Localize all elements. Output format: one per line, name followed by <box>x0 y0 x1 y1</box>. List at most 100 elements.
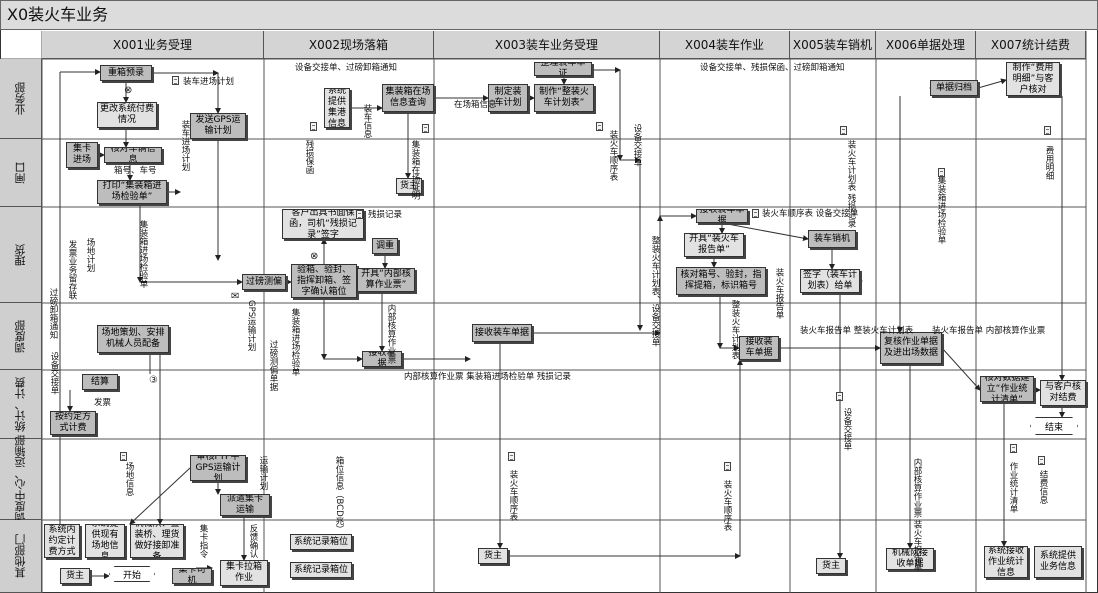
document-icon <box>596 122 603 131</box>
merge-circle-icon: ⊗ <box>124 85 133 96</box>
document-icon <box>1010 444 1017 453</box>
label-zai-changxiang: 在场箱信息 <box>454 100 497 110</box>
label-neibu-hesuan: 内部核算作业票 <box>386 304 396 364</box>
flow-connector <box>721 222 809 242</box>
label-zhuangche-shunxubiao-x004: 装火车顺序表 <box>722 480 732 531</box>
label-xiangwei-xinxi: 箱位信息（BCD兆） <box>334 456 344 534</box>
row-header-zhakou: 闸口 <box>0 139 42 207</box>
node-kehu-chuju: 客户出具书面保函，司机“残损记录”签字 <box>282 209 364 239</box>
node-huozhu-x003: 货主 <box>478 548 508 564</box>
node-xitong-jilu-1: 系统记录箱位 <box>290 534 352 550</box>
row-header-diaoduzhongxin: 调度中心、运输部 <box>0 435 42 523</box>
node-huozhu-x005: 货主 <box>816 558 846 574</box>
document-icon <box>422 124 429 133</box>
document-icon <box>724 462 731 471</box>
row-header-tongji: 统计、计费 <box>0 370 42 439</box>
label-zhenghuoche-jihua: 整装火车计划表、设备交接单 <box>650 236 660 347</box>
node-fuhe-zuoyepiao: 复核作业单据及进出场数据 <box>880 332 942 364</box>
node-paiqian-jika: 派遣集卡运输 <box>220 494 270 516</box>
label-neibu-baogao: 内部核算作业票 装火车报告单 <box>912 458 922 572</box>
node-huozhu-bottom: 货主 <box>60 568 90 584</box>
label-zhuangche-shunxu-2: 装火车顺序表 设备交接单 <box>762 209 859 219</box>
label-shebei-jiaojie-x005: 设备交接单 <box>842 408 852 451</box>
label-jika-zhiling: 集卡指令 <box>198 524 208 558</box>
node-jieshou-xiachandan: 接收单据 <box>362 351 402 367</box>
node-anyue-jiesuan: 按约定方式计费 <box>50 411 96 435</box>
node-shenhe-gps: 审核FTP中GPS运输计划 <box>190 455 246 481</box>
label-jizhuang-jinchang-jianyan: 集装箱进场检验单 <box>936 176 946 244</box>
document-icon <box>1038 456 1045 465</box>
node-xitong-jilu-2: 系统记录箱位 <box>290 562 352 578</box>
node-guobang-cechong: 过磅测偏 <box>242 274 286 290</box>
row-header-lihuo: 理货 <box>0 207 42 303</box>
node-gengshan-jiesuan: 更改系统付费情况 <box>97 102 157 128</box>
label-yunshu-jihua: 运输计划 <box>258 456 268 490</box>
node-danju-guidang: 单据归档 <box>930 80 978 96</box>
label-fankui-queren: 反馈确认 <box>248 524 258 558</box>
node-xitong-tigong: 系统提供集港信息 <box>324 88 350 128</box>
node-zhengli-zhuangche: 整理装车单证 <box>534 62 592 76</box>
label-zhuangche-jinchang-jihua: 装车进场计划 <box>183 77 235 87</box>
node-xitong-tigong-yewu: 系统提供业务信息 <box>1034 546 1082 578</box>
node-jika-jinchang: 集卡进场 <box>66 142 98 168</box>
node-zhizuo-shunxubiao: 制作“整装火车计划表” <box>534 84 594 112</box>
row-header-diaodu: 调度部 <box>0 303 42 370</box>
node-zhizuo-feiyong: 制作“费用明细”与客户核对 <box>1006 62 1060 96</box>
label-guobang-xiexiang-tongzhi: 过磅卸箱通知 <box>48 288 58 339</box>
label-zhuangche-canshun: 装火车计划表 残损记录 <box>846 140 856 228</box>
node-huozhu-zhakou: 货主 <box>396 178 422 194</box>
flow-connector <box>129 467 191 525</box>
row-header-qita: 其他部门 <box>0 520 42 593</box>
document-icon <box>508 452 515 461</box>
document-icon <box>172 76 179 85</box>
label-canshun-baohan: 残损保函 <box>304 140 314 174</box>
node-changdi-cehua: 场地策划、安排机械人员配备 <box>97 325 169 353</box>
document-icon <box>752 209 759 218</box>
end-terminal: 结束 <box>1030 417 1078 435</box>
envelope-icon: ✉ <box>231 291 240 302</box>
node-tiaozheng: 调重 <box>372 238 398 254</box>
document-icon <box>356 210 363 219</box>
label-zhuangche-xinxi: 装车信息 <box>362 104 372 138</box>
label-fapiao: 发票 <box>94 398 112 408</box>
label-guobang-cechong-danju: 过磅测偏单据 <box>268 340 278 391</box>
flow-connector <box>941 347 981 391</box>
document-icon <box>938 168 945 177</box>
column-header-x006: X006单据处理 <box>876 31 976 59</box>
label-zhuangche-jihuabiao-2: 整装火车计划表 <box>730 300 740 360</box>
label-changdi-jihua: 场地计划 <box>85 238 95 272</box>
circled-three-icon: ③ <box>149 375 158 386</box>
label-feiyong-mingxi: 费用明细 <box>1044 146 1054 180</box>
document-icon <box>310 122 317 131</box>
column-header-x007: X007统计结费 <box>976 31 1086 59</box>
label-zhuangche-shunxubiao-bottom: 装火车顺序表 <box>508 470 518 521</box>
label-jizhuangxiang-jinchang: 集装箱进场检验单 <box>138 220 148 288</box>
node-yu-kehu-hedui: 与客户核对结费 <box>1040 380 1086 406</box>
label-jiefei-xinxi: 结费信息 <box>1038 470 1048 504</box>
node-kaiju-baogaodan: 开具“装火车报告单” <box>684 233 744 257</box>
column-header-x004: X004装车作业 <box>660 31 790 59</box>
node-qianzi-zhuangche: 签字（装车计划表）给单 <box>800 269 860 293</box>
label-shebei-jiaojie-v: 设备交接单 <box>632 124 642 167</box>
start-terminal: 开始 <box>109 566 155 582</box>
node-yanxiang: 验箱、验封、指挥卸箱、签字确认箱位 <box>291 264 357 298</box>
label-changdi-xinxi: 场地信息 <box>124 462 134 496</box>
label-shebei-jiaojie: 设备交接单 <box>49 352 59 395</box>
node-jixiedui-jieshou: 机械队接收单据 <box>886 548 934 570</box>
document-icon <box>1044 126 1051 135</box>
merge-circle-icon: ⊗ <box>310 251 319 262</box>
document-icon <box>836 392 843 401</box>
node-zhiding-zhuangche: 制定装车计划 <box>488 84 528 112</box>
label-zhuanghuoche-baogao-2: 装火车报告单 整装火车计划表 <box>800 326 914 336</box>
column-header-x001: X001业务受理 <box>42 31 264 59</box>
label-zhuanghuoche-shunxu: 装火车顺序表 <box>608 130 618 181</box>
node-xitong-xianchang: 系统提供现有场地信息 <box>85 524 125 558</box>
node-dayin-yanshoudan: 打印“集装箱进场检验单” <box>97 180 167 204</box>
flow-connector <box>977 78 1007 89</box>
diagram-title: X0装火车业务 <box>0 0 1098 30</box>
node-fasong-gps: 发送GPS运输计划 <box>190 113 246 139</box>
label-zhuangche-jinchang-jihua-v: 装车进场计划 <box>180 120 190 171</box>
label-zhuangche-baogao-x006: 装火车报告单 内部核算作业票 <box>932 326 1046 336</box>
node-chongxiang-yushou: 重箱预录 <box>100 65 152 81</box>
node-jixiedui: 机械队、叠装桥、理货做好接卸准备 <box>130 524 184 558</box>
